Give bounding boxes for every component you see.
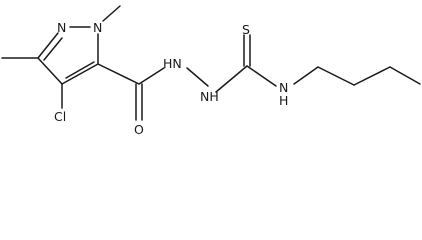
bond-butyl-c3-c4 — [389, 66, 421, 85]
atom-label-nh-hydrazine: NH — [200, 89, 219, 104]
atom-label-h-butyl: H — [279, 93, 288, 108]
bond-carbonyl-hn — [138, 67, 165, 85]
bond-n1-methyl — [102, 5, 121, 22]
atom-label-s: S — [242, 22, 250, 37]
atom-label-cl: Cl — [54, 109, 66, 124]
bond-n-butyl-c1 — [293, 66, 319, 85]
atom-label-n-ring: N — [57, 20, 66, 35]
bond-hn-nh — [186, 67, 209, 87]
bond-c4-c5 — [61, 63, 99, 85]
bonds — [1, 5, 421, 121]
atom-label-n-butyl: N — [279, 80, 288, 95]
atom-label-hn-hydrazide: HN — [163, 56, 182, 71]
bond-c4-c5-inner — [65, 61, 95, 79]
atom-labels: N N Cl O HN NH S N H — [54, 20, 288, 137]
chemical-structure-diagram: N N Cl O HN NH S N H — [1, 5, 421, 137]
bond-c3-c4 — [37, 57, 63, 85]
bond-n2-c3 — [37, 32, 59, 59]
atom-label-n-methyl: N — [93, 20, 102, 35]
bond-thiocarbonyl-n — [246, 65, 277, 87]
bond-n2-c3-inner — [43, 37, 63, 61]
atom-label-o: O — [134, 122, 144, 137]
bond-c5-carbonyl — [97, 63, 140, 85]
bond-nh-thiocarbonyl — [215, 65, 248, 93]
bond-butyl-c2-c3 — [353, 66, 391, 86]
bond-butyl-c1-c2 — [317, 66, 355, 86]
